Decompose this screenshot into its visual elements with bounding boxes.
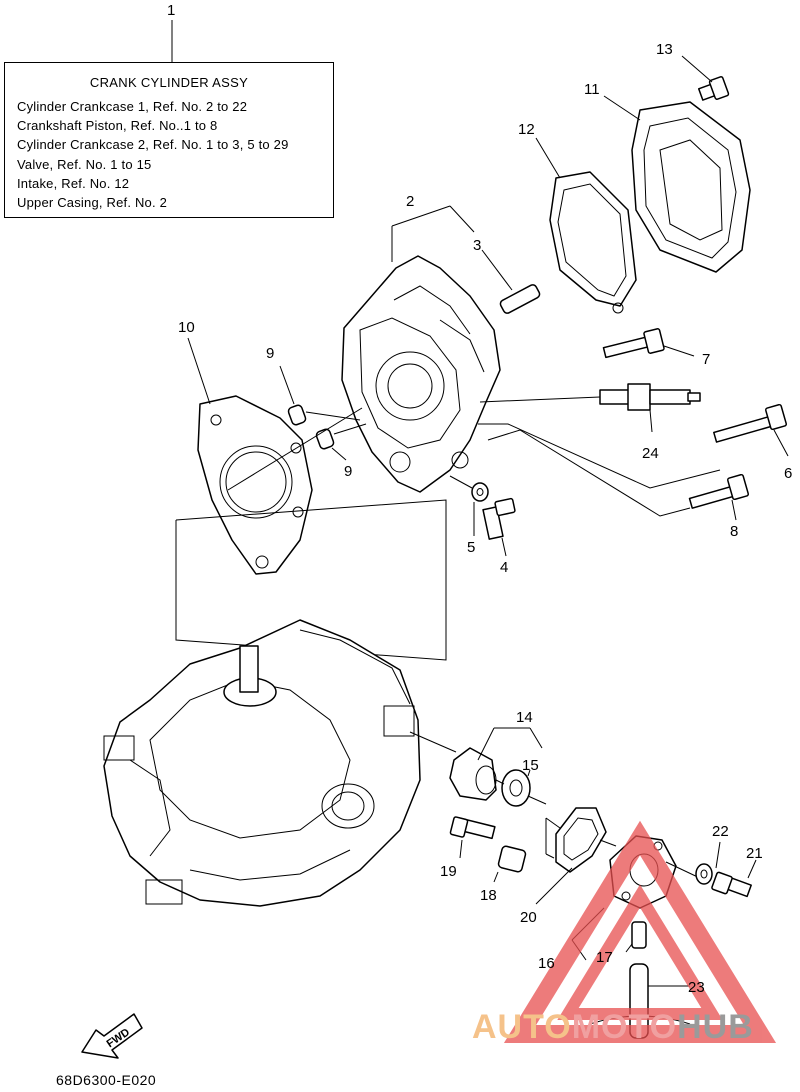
callout-10: 10	[178, 319, 195, 336]
part-20-cover-gasket	[535, 807, 617, 905]
part-9-dowel-upper	[279, 365, 361, 426]
ref-line: Cylinder Crankcase 1, Ref. No. 2 to 22	[17, 99, 248, 114]
watermark-part-3: HUB	[677, 1008, 754, 1046]
callout-4: 4	[500, 559, 508, 576]
callout-14: 14	[516, 709, 533, 726]
part-12-cover-gasket	[535, 137, 637, 314]
part-17-pin	[625, 921, 647, 953]
watermark-text: AUTOMOTOHUB	[472, 1008, 754, 1047]
callout-9-lower: 9	[344, 463, 352, 480]
callout-23: 23	[688, 979, 705, 996]
callout-20: 20	[520, 909, 537, 926]
callout-17: 17	[596, 949, 613, 966]
assembly-info-box: CRANK CYLINDER ASSY Cylinder Crankcase 1…	[4, 62, 334, 218]
fwd-arrow-icon: FWD	[81, 1013, 143, 1059]
callout-13: 13	[656, 41, 673, 58]
gasket-mating-outline	[175, 499, 447, 661]
ref-line: Cylinder Crankcase 2, Ref. No. 1 to 3, 5…	[17, 137, 289, 153]
part-2-cylinder-head	[341, 205, 501, 493]
callout-18: 18	[480, 887, 497, 904]
part-3-dowel-pin	[481, 249, 541, 314]
callout-2: 2	[406, 193, 414, 210]
ref-line: Intake, Ref. No. 12	[17, 175, 130, 191]
part-24-spark-plug	[479, 383, 701, 433]
callout-21: 21	[746, 845, 763, 862]
callout-19: 19	[440, 863, 457, 880]
callout-11: 11	[584, 81, 600, 98]
crankcase-block	[103, 619, 457, 907]
part-13-bolt	[681, 55, 730, 101]
part-18-collar	[493, 845, 527, 883]
part-22-washer	[695, 841, 721, 885]
part-10-head-gasket	[187, 337, 363, 575]
callout-16: 16	[538, 955, 555, 972]
part-9-dowel-lower	[315, 423, 367, 461]
part-21-bolt	[711, 859, 757, 898]
ref-line: Valve, Ref. No. 1 to 15	[17, 156, 152, 172]
diagram-code: 68D6300-E020	[56, 1072, 157, 1088]
part-19-bolt	[449, 816, 496, 859]
callout-7: 7	[702, 351, 710, 368]
callout-5: 5	[467, 539, 475, 556]
ref-line: Upper Casing, Ref. No. 2	[17, 195, 168, 211]
part-4-bolt	[482, 497, 516, 557]
part-11-cylinder-head-cover	[603, 95, 751, 273]
callout-24: 24	[642, 445, 659, 462]
watermark-part-1: AUTO	[472, 1008, 572, 1046]
part-7-bolt	[602, 328, 695, 359]
assembly-title: CRANK CYLINDER ASSY	[89, 75, 249, 90]
callout-12: 12	[518, 121, 535, 138]
ref-line: Crankshaft Piston, Ref. No..1 to 8	[17, 118, 218, 134]
part-6-long-bolt	[478, 403, 789, 489]
assembly-ref-list: Cylinder Crankcase 1, Ref. No. 2 to 22 C…	[17, 97, 289, 212]
callout-9-upper: 9	[266, 345, 274, 362]
watermark-logo	[503, 820, 777, 1043]
part-8-bolt	[487, 429, 749, 521]
callout-22: 22	[712, 823, 729, 840]
watermark-part-2: MOTO	[571, 1008, 678, 1046]
callout-1: 1	[167, 2, 175, 19]
part-15-grommet	[495, 769, 547, 807]
callout-15: 15	[522, 757, 539, 774]
part-14-anode	[449, 727, 543, 801]
part-5-washer	[449, 475, 489, 536]
callout-3: 3	[473, 237, 481, 254]
callout-8: 8	[730, 523, 738, 540]
callout-6: 6	[784, 465, 792, 482]
